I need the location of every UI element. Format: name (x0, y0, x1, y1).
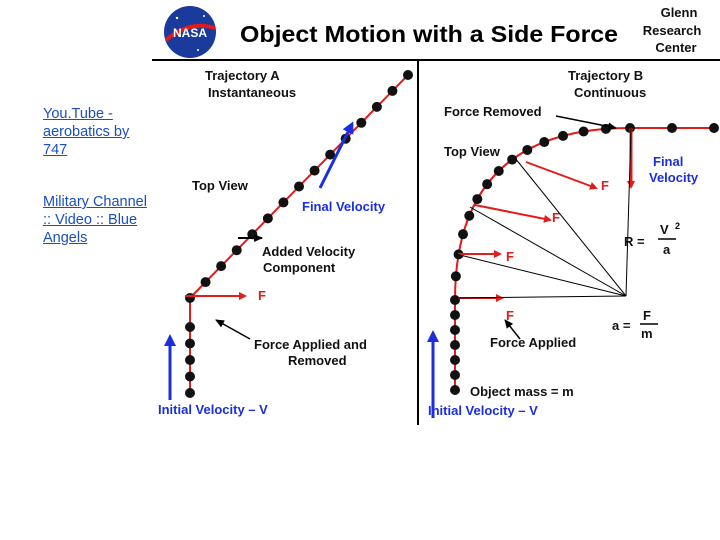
force-applied-removed-label: Force Applied and (254, 337, 367, 352)
top-view-label-b: Top View (444, 144, 501, 159)
top-view-label-a: Top View (192, 178, 249, 193)
trajectory-point (185, 322, 195, 332)
acceleration-equation: a = F m (612, 308, 658, 341)
final-velocity-label-a: Final Velocity (302, 199, 386, 214)
force-label-b-1: F (601, 178, 609, 193)
link-military-channel-blue-angels[interactable]: Military Channel :: Video :: Blue Angels (43, 194, 147, 246)
force-applied-label-b: Force Applied (490, 335, 576, 350)
trajectory-point (578, 126, 589, 137)
trajectory-point (403, 70, 413, 80)
svg-text:V: V (660, 222, 669, 237)
svg-text:2: 2 (675, 221, 680, 231)
org-line-1: Glenn (661, 5, 698, 20)
radius-equation: R = V 2 a (624, 221, 680, 257)
trajectory-point (450, 385, 460, 395)
initial-velocity-label-b: Initial Velocity – V (428, 403, 538, 418)
trajectory-point (450, 325, 460, 335)
trajectory-point (216, 261, 227, 272)
trajectory-point (450, 370, 460, 380)
trajectory-point (450, 340, 460, 350)
trajectory-point (522, 144, 533, 155)
trajectory-b-subtitle: Continuous (574, 85, 646, 100)
svg-text:a =: a = (612, 318, 631, 333)
trajectory-point (309, 165, 320, 176)
added-velocity-label-2: Component (263, 260, 336, 275)
final-velocity-label-b-2: Velocity (649, 170, 699, 185)
trajectory-point (507, 154, 518, 165)
page-title: Object Motion with a Side Force (240, 21, 618, 47)
trajectory-point (450, 295, 460, 305)
trajectory-point (325, 149, 336, 160)
trajectory-point (185, 293, 195, 303)
force-label-b-2: F (552, 210, 560, 225)
trajectory-point (185, 355, 195, 365)
force-applied-pointer (215, 319, 251, 340)
trajectory-point (185, 371, 195, 382)
trajectory-point (185, 388, 195, 398)
trajectory-point (539, 137, 550, 148)
trajectory-point (450, 271, 461, 282)
trajectory-point (450, 355, 460, 365)
svg-text:NASA: NASA (173, 26, 207, 40)
object-mass-label: Object mass = m (470, 384, 574, 399)
svg-text:a: a (663, 242, 671, 257)
radius-lines (455, 127, 632, 299)
org-line-2: Research (643, 23, 702, 38)
svg-text:R =: R = (624, 234, 645, 249)
trajectory-point (667, 123, 677, 133)
initial-velocity-label-a: Initial Velocity – V (158, 402, 268, 417)
trajectory-point (464, 210, 475, 221)
added-velocity-label: Added Velocity (262, 244, 356, 259)
trajectory-point (200, 277, 211, 288)
force-label-b-3: F (506, 249, 514, 264)
force-label-b-4: F (506, 308, 514, 323)
trajectory-point (371, 101, 382, 112)
force-arrow-b-1 (525, 161, 598, 190)
trajectory-point (493, 166, 504, 176)
force-label-a: F (258, 288, 266, 303)
trajectory-point (458, 229, 469, 240)
nasa-logo: NASA (164, 6, 216, 58)
org-line-3: Center (655, 40, 696, 55)
trajectory-point (231, 245, 242, 256)
force-removed-pointer (555, 115, 617, 131)
force-applied-pointer-b (504, 319, 521, 340)
trajectory-point (558, 130, 569, 141)
final-velocity-arrow-a (318, 121, 354, 189)
trajectory-point (387, 85, 398, 96)
related-links: You.Tube - aerobatics by 747 Military Ch… (43, 105, 151, 247)
force-arrow-b-2 (474, 204, 552, 223)
force-removed-label: Force Removed (444, 104, 542, 119)
trajectory-b-title: Trajectory B (568, 68, 643, 83)
trajectory-point (185, 338, 195, 349)
final-velocity-label-b: Final (653, 154, 683, 169)
trajectory-point (472, 194, 483, 205)
trajectory-point (482, 179, 493, 190)
link-youtube-aerobatics[interactable]: You.Tube - aerobatics by 747 (43, 106, 130, 158)
trajectory-point (278, 197, 289, 208)
svg-text:m: m (641, 326, 653, 341)
trajectory-point (709, 123, 719, 133)
trajectory-point (262, 213, 273, 224)
svg-text:F: F (643, 308, 651, 323)
trajectory-point (356, 117, 367, 128)
force-applied-removed-label-2: Removed (288, 353, 347, 368)
trajectory-a-title: Trajectory A (205, 68, 280, 83)
trajectory-point (450, 310, 460, 320)
trajectory-point (294, 181, 304, 192)
trajectory-a-subtitle: Instantaneous (208, 85, 296, 100)
